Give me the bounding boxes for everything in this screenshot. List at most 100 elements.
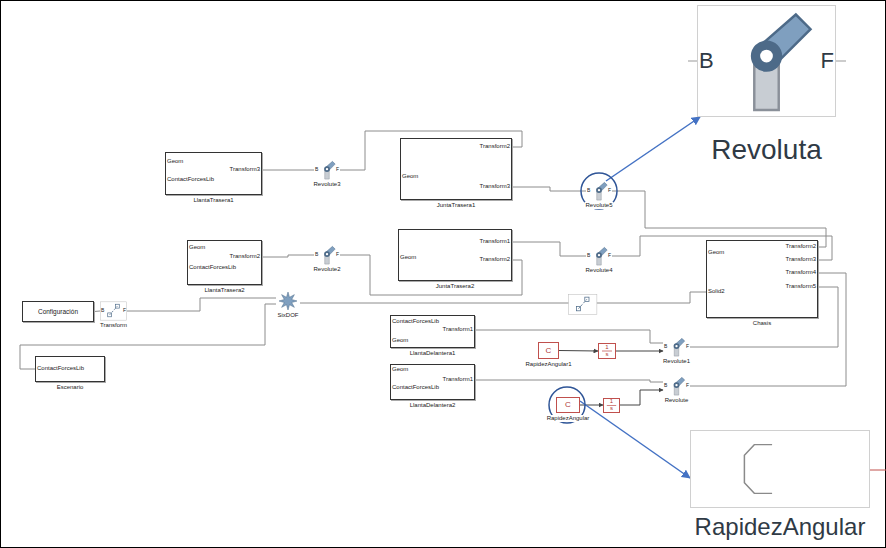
port-label: F <box>821 48 834 74</box>
integrator-block: 1s <box>598 343 616 359</box>
callout-arrow <box>606 117 700 181</box>
frame-symbol <box>108 313 112 317</box>
joint-arm <box>675 338 685 347</box>
revolute-joint: BFRevolute5 <box>586 181 612 201</box>
joint-arm <box>675 377 685 386</box>
frame-symbol <box>576 307 580 311</box>
port-label: Transform3 <box>480 183 510 190</box>
port-label: Geom <box>400 254 416 261</box>
block-text: C <box>539 346 558 356</box>
block-name: Revolute1 <box>662 358 691 365</box>
port-label: B <box>315 166 318 172</box>
physical-wire <box>127 298 276 311</box>
joint-hub <box>596 187 602 193</box>
block-name: Revoluta <box>710 133 823 167</box>
port-label: F <box>336 251 339 257</box>
signal-arrow <box>616 351 663 352</box>
block-name: LlantaDelantera2 <box>409 402 457 409</box>
block-name: JuntaTrasera2 <box>435 283 475 290</box>
block-name: Transform <box>99 322 128 329</box>
frame-symbol <box>115 304 119 308</box>
port-label: ContactForcesLib <box>37 365 84 372</box>
port-label: Geom <box>392 366 408 373</box>
block-name: LlantaTrasera1 <box>192 197 234 204</box>
signal-arrow <box>620 390 663 405</box>
block-name: Revolute2 <box>312 266 341 273</box>
joint-arm <box>325 161 335 170</box>
joint-hub <box>674 382 680 388</box>
block-text: 1 <box>599 344 615 351</box>
joint-pin <box>326 168 328 170</box>
port-label: B <box>664 382 667 388</box>
port-label: B <box>315 251 318 257</box>
simscape-block: GeomTransform1Transform2JuntaTrasera2 <box>398 229 512 281</box>
block-name: RapidezAngular1 <box>524 361 572 368</box>
revolute-joint: BFRevolute4 <box>586 246 612 266</box>
port-label: Geom <box>189 244 205 251</box>
port-label: Transform1 <box>480 238 510 245</box>
transform-symbol <box>569 295 597 315</box>
constant-block: CRapidezAngular <box>556 397 580 413</box>
joint-hub <box>324 251 330 257</box>
transform-block: BFTransform <box>100 301 127 321</box>
block-name: LlantaTrasera2 <box>203 287 245 294</box>
transform-ground <box>100 302 126 320</box>
physical-wire <box>512 242 586 256</box>
joint-pin <box>598 254 600 256</box>
joint-hub <box>674 343 680 349</box>
joint-arm <box>325 246 335 255</box>
port-tick <box>836 61 846 62</box>
port-label: Transform1 <box>443 326 473 333</box>
callout-icon: BFRevoluta <box>697 5 836 117</box>
port-label: F <box>608 252 611 258</box>
block-name: LlantaDelantera1 <box>409 350 457 357</box>
joint-hub <box>596 252 602 258</box>
port-label: Geom <box>392 337 408 344</box>
revolute-joint: BFRevolute2 <box>314 245 340 265</box>
block-text: s <box>604 405 619 412</box>
port-label: B <box>664 343 667 349</box>
block-name: Revolute4 <box>584 267 613 274</box>
callout-arrow <box>580 401 690 478</box>
six-dof-symbol <box>279 292 297 310</box>
block-text: C <box>557 400 579 410</box>
port-label: F <box>608 187 611 193</box>
physical-wire <box>475 380 663 382</box>
port-label: B <box>587 187 590 193</box>
revolute-joint: BFRevolute <box>663 376 690 396</box>
revolute-joint: BFRevolute3 <box>314 160 340 180</box>
joint-arm <box>757 15 811 64</box>
port-label: Transform5 <box>786 283 816 290</box>
callout-icon: RapidezAngular <box>690 430 870 508</box>
config-block: Configuración <box>22 301 94 322</box>
joint-pin <box>675 384 677 386</box>
joint-pin <box>326 253 328 255</box>
six-dof-joint: SixDOF <box>276 291 300 311</box>
physical-wire <box>300 292 706 303</box>
block-name: RapidezAngular <box>694 513 867 542</box>
port-label: F <box>336 166 339 172</box>
port-label: B <box>101 307 104 313</box>
physical-wire <box>612 191 826 247</box>
port-label: Geom <box>708 249 724 256</box>
simscape-block: GeomContactForcesLibTransform3LlantaTras… <box>165 152 262 195</box>
output-line <box>870 470 886 471</box>
signal-arrow <box>580 405 603 406</box>
port-label: B <box>587 252 590 258</box>
block-name: JuntaTrasera1 <box>436 202 476 209</box>
simscape-block: GeomContactForcesLibTransform1LlantaDela… <box>390 364 475 400</box>
joint-pin <box>760 50 773 63</box>
signal-arrow <box>559 350 598 352</box>
simscape-block: ContactForcesLibGeomTransform1LlantaDela… <box>390 315 475 348</box>
port-label: ContactForcesLib <box>392 318 439 325</box>
joint-hub <box>324 166 330 172</box>
integrator-block: 1s <box>603 398 620 413</box>
block-icon <box>698 6 835 116</box>
port-label: Transform2 <box>480 256 510 263</box>
simscape-block: GeomContactForcesLibTransform2LlantaTras… <box>187 240 262 285</box>
simscape-block: GeomSolid2Transform2Transform3Transform4… <box>706 240 818 318</box>
scenario-block: ContactForcesLibEscenario <box>35 356 105 382</box>
port-label: ContactForcesLib <box>167 176 214 183</box>
port-label: Transform2 <box>480 143 510 150</box>
port-label: Transform1 <box>443 376 473 383</box>
